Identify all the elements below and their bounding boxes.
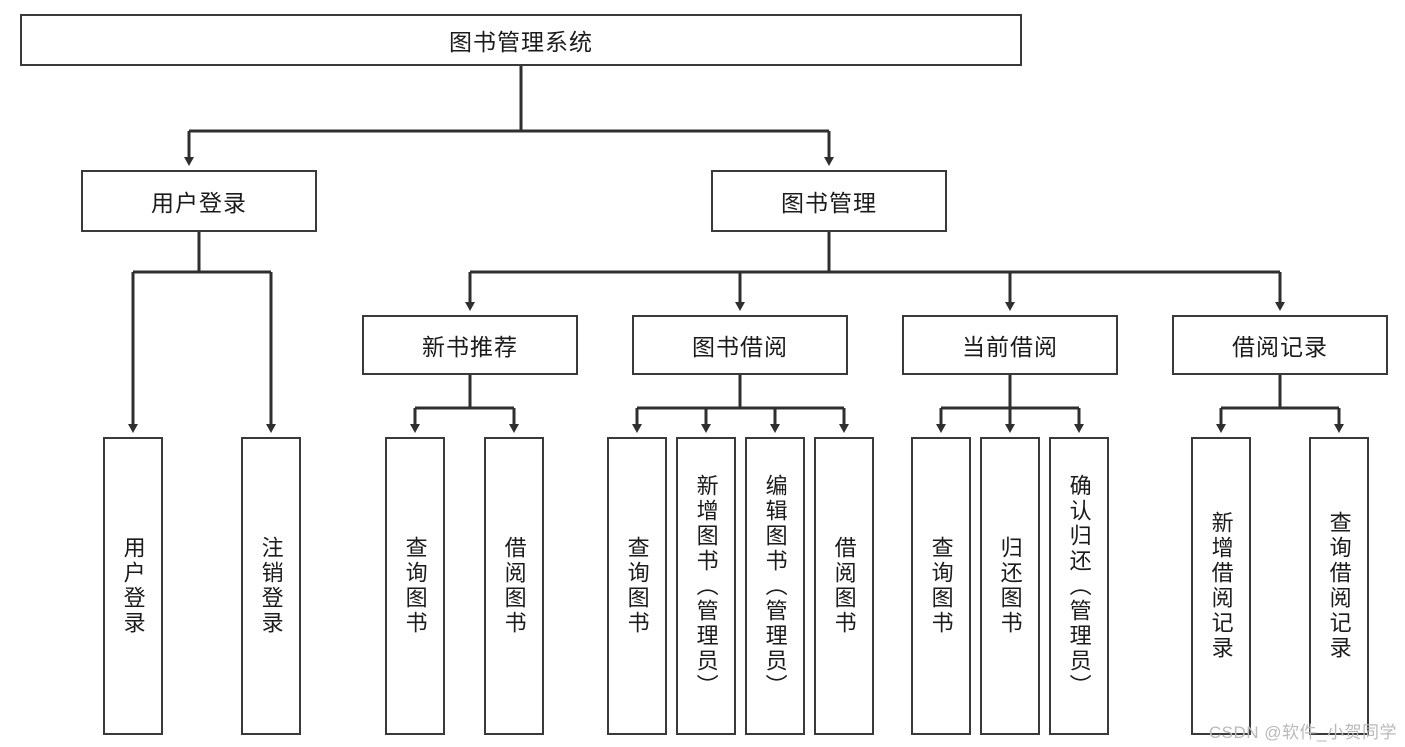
node-leaf-add-record-label: 新增借阅记录	[1208, 511, 1234, 661]
node-leaf-borrow-book-1[interactable]: 借阅图书	[484, 437, 544, 735]
node-leaf-add-book[interactable]: 新增图书（管理员）	[676, 437, 736, 735]
node-leaf-query-book-1-label: 查询图书	[402, 536, 428, 636]
node-leaf-borrow-book-2[interactable]: 借阅图书	[814, 437, 874, 735]
node-book-manage-label: 图书管理	[781, 190, 877, 216]
csdn-watermark: CSDN @软件_小贺同学	[1208, 723, 1397, 742]
node-leaf-borrow-book-2-label: 借阅图书	[831, 536, 857, 636]
node-book-borrow-label: 图书借阅	[692, 334, 788, 360]
node-root-label: 图书管理系统	[449, 29, 593, 55]
node-leaf-confirm-return[interactable]: 确认归还（管理员）	[1049, 437, 1109, 735]
node-user-login[interactable]: 用户登录	[81, 170, 317, 232]
node-new-book-rec[interactable]: 新书推荐	[362, 315, 578, 375]
node-new-book-rec-label: 新书推荐	[422, 334, 518, 360]
node-borrow-record[interactable]: 借阅记录	[1172, 315, 1388, 375]
node-leaf-query-book-2-label: 查询图书	[624, 536, 650, 636]
node-book-borrow[interactable]: 图书借阅	[632, 315, 848, 375]
node-leaf-confirm-return-label: 确认归还（管理员）	[1066, 473, 1092, 699]
node-book-manage[interactable]: 图书管理	[711, 170, 947, 232]
node-leaf-edit-book-label: 编辑图书（管理员）	[762, 473, 788, 699]
node-leaf-user-login[interactable]: 用户登录	[103, 437, 163, 735]
node-leaf-return-book[interactable]: 归还图书	[980, 437, 1040, 735]
node-current-borrow-label: 当前借阅	[962, 334, 1058, 360]
node-borrow-record-label: 借阅记录	[1232, 334, 1328, 360]
node-leaf-edit-book[interactable]: 编辑图书（管理员）	[745, 437, 805, 735]
node-user-login-label: 用户登录	[151, 190, 247, 216]
node-leaf-query-book-1[interactable]: 查询图书	[385, 437, 445, 735]
node-leaf-add-book-label: 新增图书（管理员）	[693, 473, 719, 699]
node-current-borrow[interactable]: 当前借阅	[902, 315, 1118, 375]
node-leaf-query-book-2[interactable]: 查询图书	[607, 437, 667, 735]
node-root[interactable]: 图书管理系统	[20, 14, 1022, 66]
node-leaf-query-book-3-label: 查询图书	[928, 536, 954, 636]
node-leaf-logout-login[interactable]: 注销登录	[241, 437, 301, 735]
node-leaf-add-record[interactable]: 新增借阅记录	[1191, 437, 1251, 735]
node-leaf-query-book-3[interactable]: 查询图书	[911, 437, 971, 735]
node-leaf-query-record[interactable]: 查询借阅记录	[1309, 437, 1369, 735]
node-leaf-borrow-book-1-label: 借阅图书	[501, 536, 527, 636]
node-leaf-query-record-label: 查询借阅记录	[1326, 511, 1352, 661]
node-leaf-user-login-label: 用户登录	[120, 536, 146, 636]
node-leaf-return-book-label: 归还图书	[997, 536, 1023, 636]
node-leaf-logout-login-label: 注销登录	[258, 536, 284, 636]
